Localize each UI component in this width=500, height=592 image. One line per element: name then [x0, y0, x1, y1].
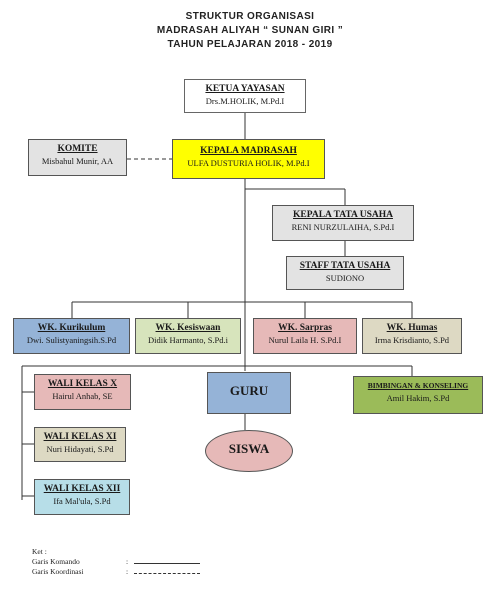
node-wali-kelas-xii: WALI KELAS XII Ifa Mal'ula, S.Pd — [34, 479, 130, 515]
node-bimbingan-konseling: BIMBINGAN & KONSELING Amil Hakim, S.Pd — [353, 376, 483, 414]
node-komite: KOMITE Misbahul Munir, AA — [28, 139, 127, 176]
node-wali-kelas-xi: WALI KELAS XI Nuri Hidayati, S.Pd — [34, 427, 126, 462]
node-kurikulum-name: Dwi. Sulistyaningsih.S.Pd — [26, 335, 117, 345]
legend-komando-line — [134, 563, 200, 564]
node-tatausaha-name: RENI NURZULAIHA, S.Pd.I — [291, 222, 395, 232]
node-wali-kelas-x: WALI KELAS X Hairul Anhab, SE — [34, 374, 131, 410]
node-bk-name: Amil Hakim, S.Pd — [386, 393, 450, 403]
node-guru-role: GURU — [229, 383, 269, 398]
legend: Ket : Garis Komando : Garis Koordinasi : — [32, 547, 232, 577]
node-staff-name: SUDIONO — [325, 273, 365, 283]
node-kepala-name: ULFA DUSTURIA HOLIK, M.Pd.I — [187, 158, 310, 168]
node-wk-sarpras: WK. Sarpras Nurul Laila H. S.Pd.I — [253, 318, 357, 354]
node-walixi-name: Nuri Hidayati, S.Pd — [46, 444, 114, 454]
node-kurikulum-role: WK. Kurikulum — [37, 323, 106, 333]
legend-komando: Garis Komando : — [32, 557, 232, 567]
legend-komando-label: Garis Komando — [32, 557, 80, 566]
legend-title: Ket : — [32, 547, 47, 556]
node-walix-name: Hairul Anhab, SE — [52, 391, 113, 401]
node-staff-role: STAFF TATA USAHA — [299, 261, 391, 271]
node-tatausaha-role: KEPALA TATA USAHA — [293, 210, 393, 220]
node-ketua-yayasan: KETUA YAYASAN Drs.M.HOLIK, M.Pd.I — [184, 79, 306, 113]
node-wk-kurikulum: WK. Kurikulum Dwi. Sulistyaningsih.S.Pd — [13, 318, 130, 354]
node-walixii-role: WALI KELAS XII — [43, 484, 121, 494]
node-sarpras-role: WK. Sarpras — [278, 323, 332, 333]
node-kepala-role: KEPALA MADRASAH — [200, 146, 297, 156]
school-name: MADRASAH ALIYAH “ SUNAN GIRI ” — [156, 25, 344, 36]
legend-koordinasi-label: Garis Koordinasi — [32, 567, 84, 576]
node-staff-tata-usaha: STAFF TATA USAHA SUDIONO — [286, 256, 404, 290]
node-kepala-madrasah: KEPALA MADRASAH ULFA DUSTURIA HOLIK, M.P… — [172, 139, 325, 179]
node-kesiswaan-name: Didik Harmanto, S.Pd.i — [147, 335, 229, 345]
node-humas-role: WK. Humas — [386, 323, 438, 333]
legend-koordinasi: Garis Koordinasi : — [32, 567, 232, 577]
node-siswa-role: SISWA — [228, 441, 270, 456]
node-walixi-role: WALI KELAS XI — [43, 432, 117, 442]
node-sarpras-name: Nurul Laila H. S.Pd.I — [268, 335, 342, 345]
legend-koordinasi-sep: : — [126, 567, 129, 576]
node-wk-kesiswaan: WK. Kesiswaan Didik Harmanto, S.Pd.i — [135, 318, 241, 354]
node-walix-role: WALI KELAS X — [47, 379, 118, 389]
chart-title: STRUKTUR ORGANISASI — [185, 11, 315, 22]
node-guru: GURU — [207, 372, 291, 414]
node-kesiswaan-role: WK. Kesiswaan — [155, 323, 221, 333]
legend-koordinasi-line — [134, 573, 200, 574]
legend-komando-sep: : — [126, 557, 129, 566]
academic-year: TAHUN PELAJARAN 2018 - 2019 — [167, 39, 333, 50]
node-siswa: SISWA — [205, 430, 293, 472]
node-bk-role: BIMBINGAN & KONSELING — [367, 381, 469, 390]
node-komite-name: Misbahul Munir, AA — [41, 156, 114, 166]
node-ketua-name: Drs.M.HOLIK, M.Pd.I — [205, 96, 285, 106]
node-wk-humas: WK. Humas Irma Krisdianto, S.Pd — [362, 318, 462, 354]
node-komite-role: KOMITE — [57, 144, 98, 154]
node-walixii-name: Ifa Mal'ula, S.Pd — [53, 496, 111, 506]
node-humas-name: Irma Krisdianto, S.Pd — [374, 335, 450, 345]
node-ketua-role: KETUA YAYASAN — [205, 84, 285, 94]
node-kepala-tata-usaha: KEPALA TATA USAHA RENI NURZULAIHA, S.Pd.… — [272, 205, 414, 241]
